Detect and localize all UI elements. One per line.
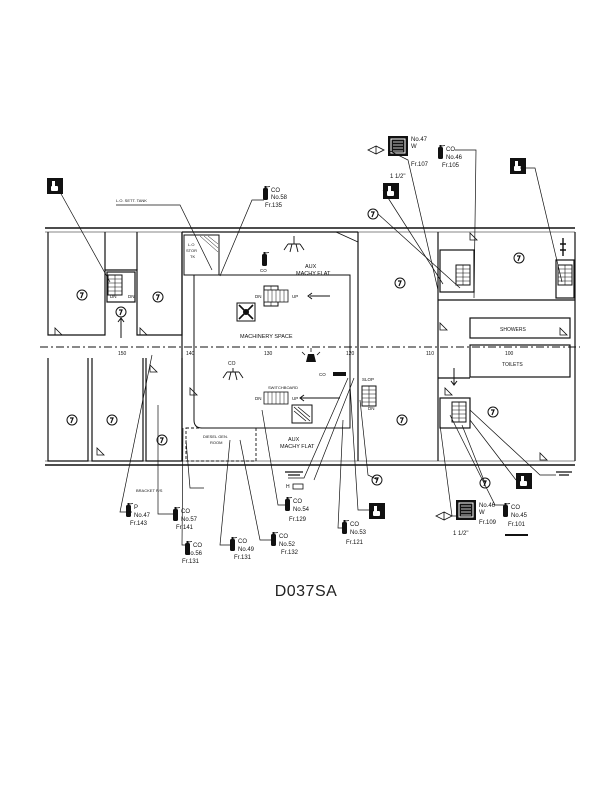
- stair-up-top: UP: [292, 294, 298, 299]
- ext-45-frame: Fr.101: [508, 522, 526, 528]
- frame-140: 140: [186, 351, 195, 357]
- hydrant-47-w: W: [411, 144, 417, 150]
- ext-45-type: CO: [511, 505, 520, 511]
- extinguisher-p47: P No.47 Fr.143: [125, 502, 151, 527]
- stairs: DN DN UP DN UP DN DN: [107, 264, 573, 423]
- leader-lines: [59, 149, 563, 546]
- extinguisher-no49: CO No.49 Fr.131: [229, 536, 255, 561]
- left-compartments: [47, 232, 183, 462]
- ext-54-type: CO: [293, 499, 302, 505]
- stair-dn-bot: DN: [255, 396, 262, 401]
- stair-dn-left-2: DN: [128, 294, 135, 299]
- ext-p47-type: P: [134, 505, 138, 511]
- hydrant-47-frame: Fr.107: [411, 162, 429, 168]
- slop-label: SLOP: [362, 377, 374, 382]
- ext-46-number: No.46: [446, 155, 463, 161]
- ext-56-number: No.56: [186, 551, 203, 557]
- machinery-space-label: MACHINERY SPACE: [240, 334, 293, 340]
- misc-symbols: CO CO CO H: [222, 236, 572, 490]
- lo-stor-label-1: L.O: [188, 242, 194, 247]
- frame-110: 110: [426, 351, 434, 357]
- aux-flat-bot-label-1: AUX: [288, 437, 300, 443]
- bracket-label: BRACKET P/S: [136, 488, 163, 493]
- frame-labels: 150 140 130 120 110 100: [118, 351, 514, 357]
- ext-52-frame: Fr.132: [281, 550, 299, 556]
- frame-120: 120: [346, 351, 355, 357]
- co2-aux-label: CO: [228, 361, 236, 367]
- ext-53-frame: Fr.121: [346, 540, 364, 546]
- toilets-label: TOILETS: [502, 362, 523, 368]
- ext-56-frame: Fr.131: [182, 559, 200, 565]
- ext-49-number: No.49: [238, 547, 255, 553]
- lo-stor-label-3: TK: [190, 254, 195, 259]
- extinguisher-no58: CO No.58 Fr.135: [262, 185, 288, 209]
- aux-flat-top-label-2: MACHY FLAT: [296, 271, 331, 277]
- hydrant-boxes: No.47 W Fr.107 1 1/2" No.46 W Fr.109 1 1…: [367, 135, 497, 537]
- ext-57-type: CO: [181, 509, 190, 515]
- ext-46-frame: Fr.105: [442, 163, 460, 169]
- hydrant-47-size: 1 1/2": [390, 174, 405, 180]
- ext-p47-number: No.47: [134, 513, 151, 519]
- ext-53-number: No.53: [350, 530, 367, 536]
- diesel-gen-label-2: ROOM: [210, 440, 222, 445]
- extinguisher-no57: CO No.57 Fr.141: [172, 506, 198, 531]
- showers-label: SHOWERS: [500, 327, 527, 333]
- switchboard-label: SWITCHBOARD: [268, 385, 298, 390]
- machinery-space-walls: [182, 231, 359, 462]
- stair-dn-left: DN: [110, 294, 117, 299]
- hydrant-47-number: No.47: [411, 137, 428, 143]
- extinguisher-no56: CO No.56 Fr.131: [182, 540, 203, 565]
- ext-58-frame: Fr.135: [265, 203, 283, 209]
- aux-flat-top-label-1: AUX: [305, 264, 317, 270]
- frame-150: 150: [118, 351, 127, 357]
- ext-52-type: CO: [279, 534, 288, 540]
- extinguisher-no54: CO No.54 Fr.129: [284, 496, 310, 523]
- ext-58-number: No.58: [271, 195, 288, 201]
- ext-57-frame: Fr.141: [176, 525, 194, 531]
- room-labels: MACHINERY SPACE AUX MACHY FLAT AUX MACHY…: [116, 198, 527, 493]
- h-mark: H: [286, 484, 290, 490]
- ext-52-number: No.52: [279, 542, 296, 548]
- aux-flat-bot-label-2: MACHY FLAT: [280, 444, 315, 450]
- drawing-code: D037SA: [274, 583, 338, 600]
- hydrant-46-w: W: [479, 510, 485, 516]
- diesel-gen-label-1: DIESEL GEN.: [203, 434, 228, 439]
- co2-cyl-label: CO: [319, 372, 326, 377]
- extinguisher-no52: CO No.52 Fr.132: [270, 531, 299, 556]
- ext-45-number: No.45: [511, 513, 528, 519]
- ext-49-frame: Fr.131: [234, 555, 252, 561]
- hydrant-46-frame: Fr.109: [479, 520, 497, 526]
- extinguisher-no53: CO No.53 Fr.121: [341, 519, 367, 546]
- hydrant-46-size: 1 1/2": [453, 531, 468, 537]
- ext-49-type: CO: [238, 539, 247, 545]
- lo-sett-tank-label: L.O. SETT. TANK: [116, 198, 147, 203]
- frame-130: 130: [264, 351, 273, 357]
- extinguisher-no45: CO No.45 Fr.101: [502, 502, 528, 536]
- hydrant-46-number: No.46: [479, 503, 496, 509]
- ext-58-type: CO: [271, 188, 280, 194]
- lo-stor-label-2: STOR: [186, 248, 197, 253]
- ext-57-number: No.57: [181, 517, 198, 523]
- ext-54-number: No.54: [293, 507, 310, 513]
- co2-room-label: CO: [260, 268, 267, 273]
- stair-dn-top: DN: [255, 294, 262, 299]
- stair-dn-slop: DN: [368, 406, 375, 411]
- stair-up-bot: UP: [292, 396, 298, 401]
- extinguisher-no46: CO No.46 Fr.105: [437, 144, 463, 169]
- ext-54-frame: Fr.129: [289, 517, 307, 523]
- ext-53-type: CO: [350, 522, 359, 528]
- ext-46-type: CO: [446, 147, 455, 153]
- frame-100: 100: [505, 351, 514, 357]
- ext-p47-frame: Fr.143: [130, 521, 148, 527]
- ext-56-type: CO: [193, 543, 202, 549]
